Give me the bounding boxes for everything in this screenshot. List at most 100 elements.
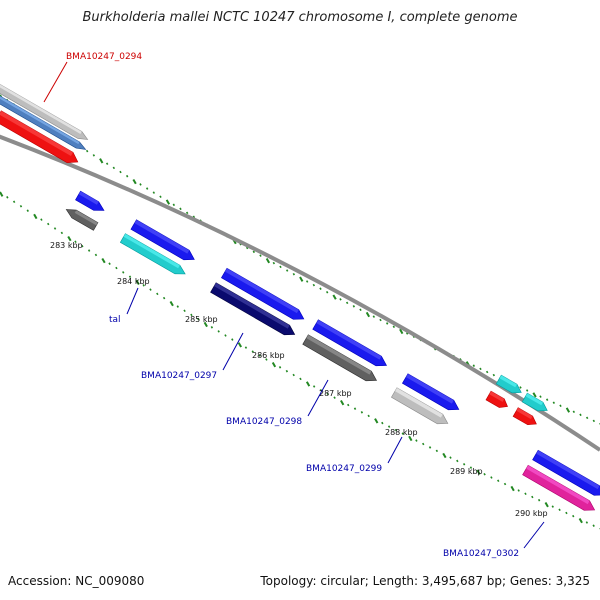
inner-tick-41	[278, 366, 282, 369]
outer-tick-39	[259, 254, 262, 257]
gene-features	[0, 80, 600, 511]
inner-tick-32	[217, 330, 220, 333]
outer-tick-24	[159, 195, 162, 198]
gene-283a	[75, 190, 105, 211]
leader-0302	[523, 521, 545, 549]
inner-tick-30	[203, 321, 208, 328]
inner-tick-60	[408, 435, 413, 442]
outer-tick-83	[552, 401, 556, 404]
outer-tick-47	[312, 283, 316, 287]
inner-tick-52	[353, 407, 357, 410]
outer-tick-56	[372, 315, 376, 318]
inner-tick-18	[122, 271, 125, 274]
inner-tick-59	[401, 432, 404, 435]
gene-0299a	[401, 373, 460, 411]
inner-tick-43	[292, 373, 295, 377]
inner-tick-ring	[0, 191, 600, 530]
gene-0297-highlight	[214, 282, 290, 329]
outer-tick-15	[99, 158, 104, 164]
inner-tick-54	[367, 414, 370, 418]
outer-tick-17	[112, 166, 116, 170]
outer-tick-48	[319, 287, 322, 290]
gene-tal-highlight	[123, 233, 180, 269]
inner-tick-19	[128, 275, 132, 278]
outer-tick-26	[172, 203, 176, 207]
outer-tick-50	[332, 294, 337, 300]
map-title: Burkholderia mallei NCTC 10247 chromosom…	[82, 10, 518, 25]
gene-0294-highlight	[0, 110, 74, 156]
gene-label-0294: BMA10247_0294	[66, 52, 142, 62]
inner-tick-4	[26, 209, 29, 212]
outer-tick-73	[485, 370, 489, 374]
gene-289b-highlight	[489, 391, 505, 402]
inner-tick-13	[87, 249, 91, 252]
inner-tick-5	[33, 213, 38, 220]
inner-tick-64	[435, 449, 439, 453]
inner-tick-74	[503, 482, 507, 486]
outer-tick-86	[572, 410, 576, 414]
gene-0299a-highlight	[405, 373, 454, 404]
inner-tick-47	[319, 388, 323, 392]
outer-tick-16	[105, 162, 109, 165]
gene-labels: BMA10247_0294 tal BMA10247_0297 BMA10247…	[66, 52, 519, 559]
outer-tick-23	[152, 191, 156, 194]
outer-tick-13	[85, 149, 89, 153]
outer-tick-55	[365, 311, 371, 318]
inner-tick-83	[565, 511, 568, 515]
inner-tick-85	[578, 517, 583, 524]
inner-tick-36	[244, 346, 248, 349]
inner-tick-23	[156, 292, 159, 296]
gene-label-0302: BMA10247_0302	[443, 549, 519, 559]
scale-tick-285: 285 kbp	[185, 315, 218, 324]
inner-tick-86	[585, 521, 589, 524]
gene-0297	[210, 282, 296, 336]
outer-tick-60	[399, 328, 404, 335]
outer-tick-21	[139, 183, 142, 186]
outer-tick-49	[325, 291, 329, 294]
inner-tick-84	[572, 514, 575, 518]
outer-tick-58	[385, 322, 389, 325]
gene-289c-highlight	[525, 393, 544, 406]
inner-tick-62	[422, 442, 425, 446]
outer-tick-28	[185, 211, 189, 215]
inner-tick-34	[231, 338, 234, 341]
inner-tick-17	[115, 266, 118, 270]
inner-tick-53	[360, 411, 364, 414]
inner-tick-45	[305, 381, 311, 387]
scale-tick-283: 283 kbp	[50, 241, 83, 250]
inner-tick-20	[135, 279, 140, 285]
gene-284-highlight	[134, 219, 190, 254]
outer-tick-42	[279, 265, 282, 269]
inner-tick-14	[94, 253, 98, 257]
inner-tick-70	[476, 469, 481, 475]
gene-289a-highlight	[499, 375, 518, 388]
inner-tick-76	[517, 489, 520, 492]
inner-tick-49	[333, 396, 336, 399]
outer-tick-18	[119, 170, 122, 174]
inner-tick-28	[190, 313, 193, 317]
leader-0299	[387, 436, 403, 464]
outer-tick-74	[492, 373, 496, 377]
inner-tick-16	[108, 262, 111, 265]
outer-tick-46	[305, 280, 309, 283]
gene-289d	[512, 407, 537, 426]
gene-0298a	[312, 319, 388, 367]
inner-tick-48	[326, 392, 329, 396]
inner-tick-38	[258, 354, 261, 357]
gene-289b	[485, 390, 508, 408]
scale-tick-286: 286 kbp	[252, 351, 285, 360]
gene-0294-steel-highlight	[0, 91, 80, 145]
gene-label-0298: BMA10247_0298	[226, 417, 302, 427]
inner-tick-35	[237, 342, 243, 348]
gene-0298	[302, 334, 378, 382]
gene-0298a-highlight	[316, 319, 382, 360]
gene-label-0297: BMA10247_0297	[141, 371, 217, 381]
leader-0297	[222, 332, 244, 371]
gene-label-leaders	[43, 61, 545, 549]
outer-tick-38	[252, 250, 256, 254]
gene-285-highlight	[224, 268, 299, 314]
inner-tick-77	[524, 492, 527, 496]
outer-tick-89	[592, 419, 596, 423]
